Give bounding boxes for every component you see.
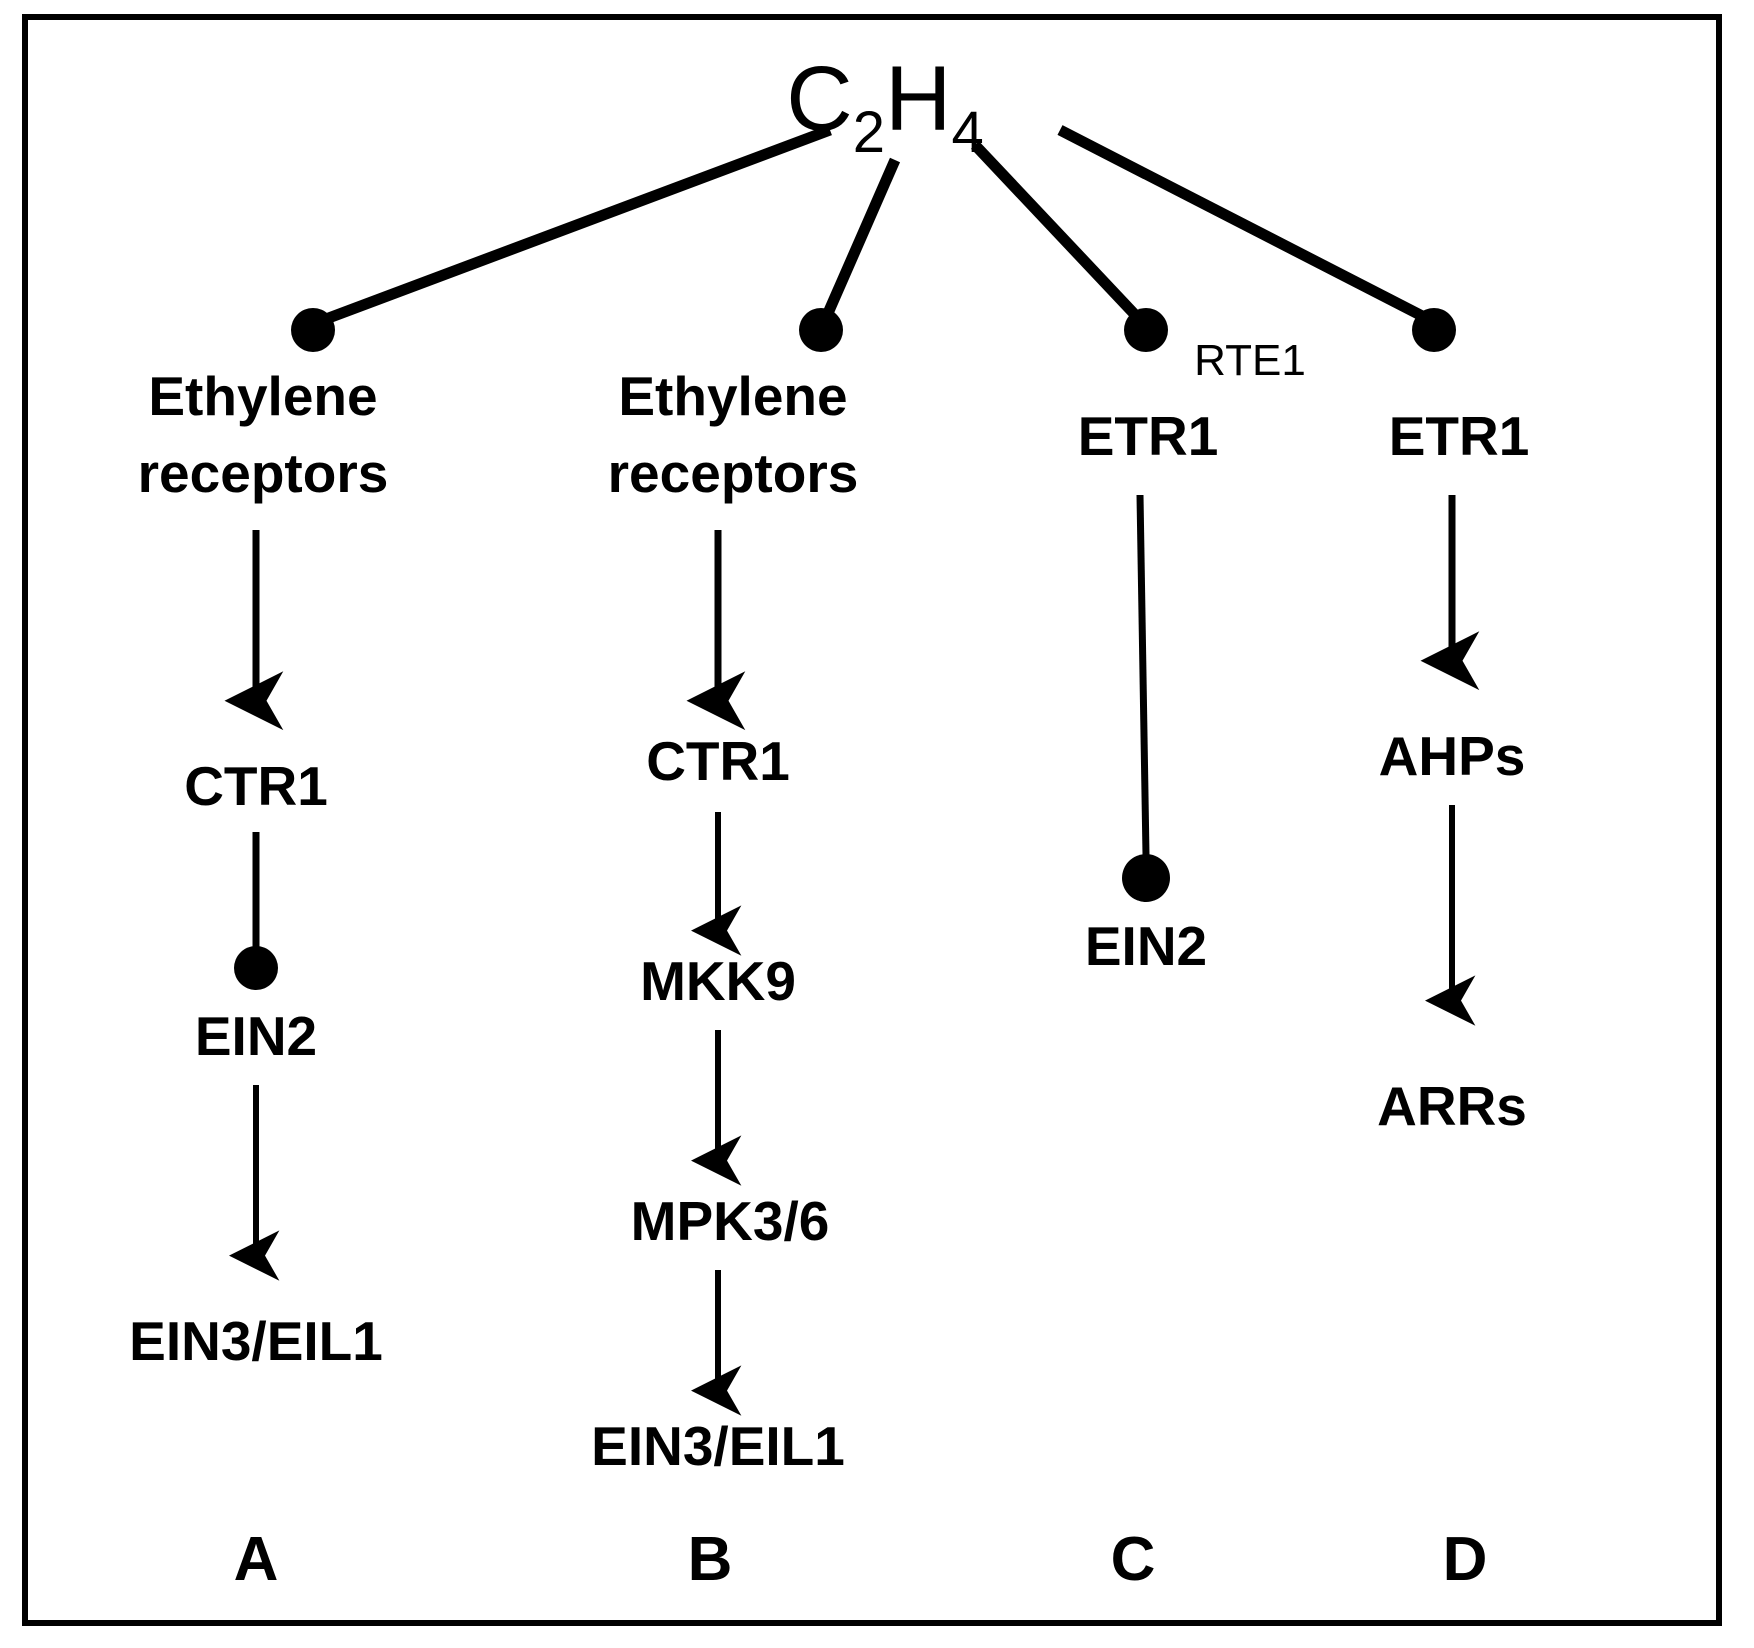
edge-c-etr1-to-ein2 [1136, 494, 1150, 856]
inhibition-dot-a-ein2 [234, 946, 278, 990]
ethylene-formula: C2H4 [786, 48, 983, 165]
formula-sub-2: 2 [853, 100, 885, 165]
edge-c2h4-to-panel-a [308, 124, 832, 331]
edge-c2h4-to-panel-d [1057, 125, 1433, 325]
edge-c2h4-to-panel-b [819, 157, 901, 323]
node-a-ein3-eil1: EIN3/EIL1 [129, 1310, 383, 1372]
panel-letter-c: C [1111, 1525, 1156, 1594]
node-a-ethylene-receptors-line1: Ethylene [148, 365, 377, 427]
inhibition-dot-panel-b [799, 308, 843, 352]
node-d-etr1: ETR1 [1389, 405, 1530, 467]
node-b-ctr1: CTR1 [646, 730, 790, 792]
node-b-ethylene-receptors-line1: Ethylene [618, 365, 847, 427]
node-d-arrs: ARRs [1377, 1075, 1527, 1137]
node-a-ethylene-receptors-line2: receptors [138, 442, 389, 504]
node-b-ein3-eil1: EIN3/EIL1 [591, 1415, 845, 1477]
panel-letter-b: B [688, 1525, 733, 1594]
figure-border [22, 14, 1722, 1626]
node-b-ethylene-receptors-line2: receptors [608, 442, 859, 504]
node-b-mkk9: MKK9 [640, 950, 796, 1012]
node-d-ahps: AHPs [1379, 725, 1526, 787]
node-c-etr1: ETR1 [1078, 405, 1219, 467]
node-b-mpk3-6: MPK3/6 [631, 1190, 830, 1252]
rte1-label: RTE1 [1194, 336, 1306, 385]
node-a-ctr1: CTR1 [184, 755, 328, 817]
panel-letter-a: A [234, 1525, 279, 1594]
inhibition-dot-panel-c [1124, 308, 1168, 352]
panel-letter-d: D [1443, 1525, 1488, 1594]
node-c-ein2: EIN2 [1085, 915, 1207, 977]
edge-c2h4-to-panel-c [970, 141, 1145, 324]
inhibition-dot-panel-d [1412, 308, 1456, 352]
node-a-ein2: EIN2 [195, 1005, 317, 1067]
inhibition-dot-panel-a [291, 308, 335, 352]
inhibition-dot-c-ein2 [1122, 854, 1170, 902]
formula-h: H [885, 48, 951, 150]
